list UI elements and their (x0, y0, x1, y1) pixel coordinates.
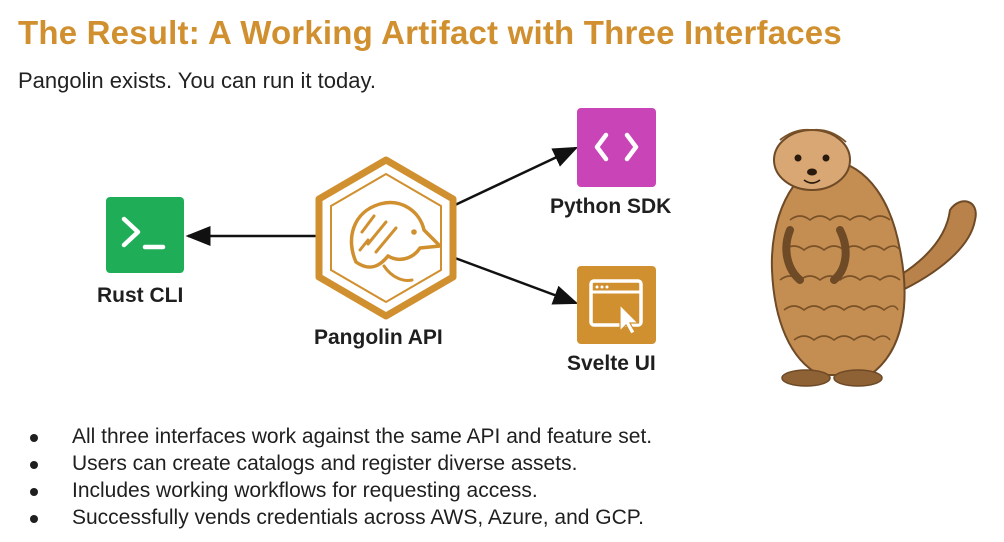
browser-window-cursor-icon (577, 266, 656, 344)
result-bullet-list: All three interfaces work against the sa… (28, 423, 652, 531)
bullet-icon (30, 461, 38, 469)
slide-title: The Result: A Working Artifact with Thre… (18, 14, 842, 51)
terminal-icon (106, 197, 184, 273)
list-item: All three interfaces work against the sa… (28, 423, 652, 450)
pangolin-api-label: Pangolin API (314, 326, 443, 349)
bullet-icon (30, 488, 38, 496)
list-item: Successfully vends credentials across AW… (28, 504, 652, 531)
rust-cli-label: Rust CLI (97, 284, 184, 307)
code-brackets-icon (577, 108, 656, 187)
arrow-to-python-sdk (454, 146, 579, 207)
list-item: Users can create catalogs and register d… (28, 450, 652, 477)
bullet-icon (30, 515, 38, 523)
svelte-ui-label: Svelte UI (567, 352, 656, 375)
list-item: Includes working workflows for requestin… (28, 477, 652, 504)
bullet-icon (30, 434, 38, 442)
python-sdk-label: Python SDK (550, 195, 672, 218)
pangolin-hexagon-logo (315, 156, 457, 320)
slide-subtitle: Pangolin exists. You can run it today. (18, 68, 376, 93)
pangolin-illustration (770, 128, 977, 387)
arrow-to-svelte-ui (454, 256, 579, 305)
